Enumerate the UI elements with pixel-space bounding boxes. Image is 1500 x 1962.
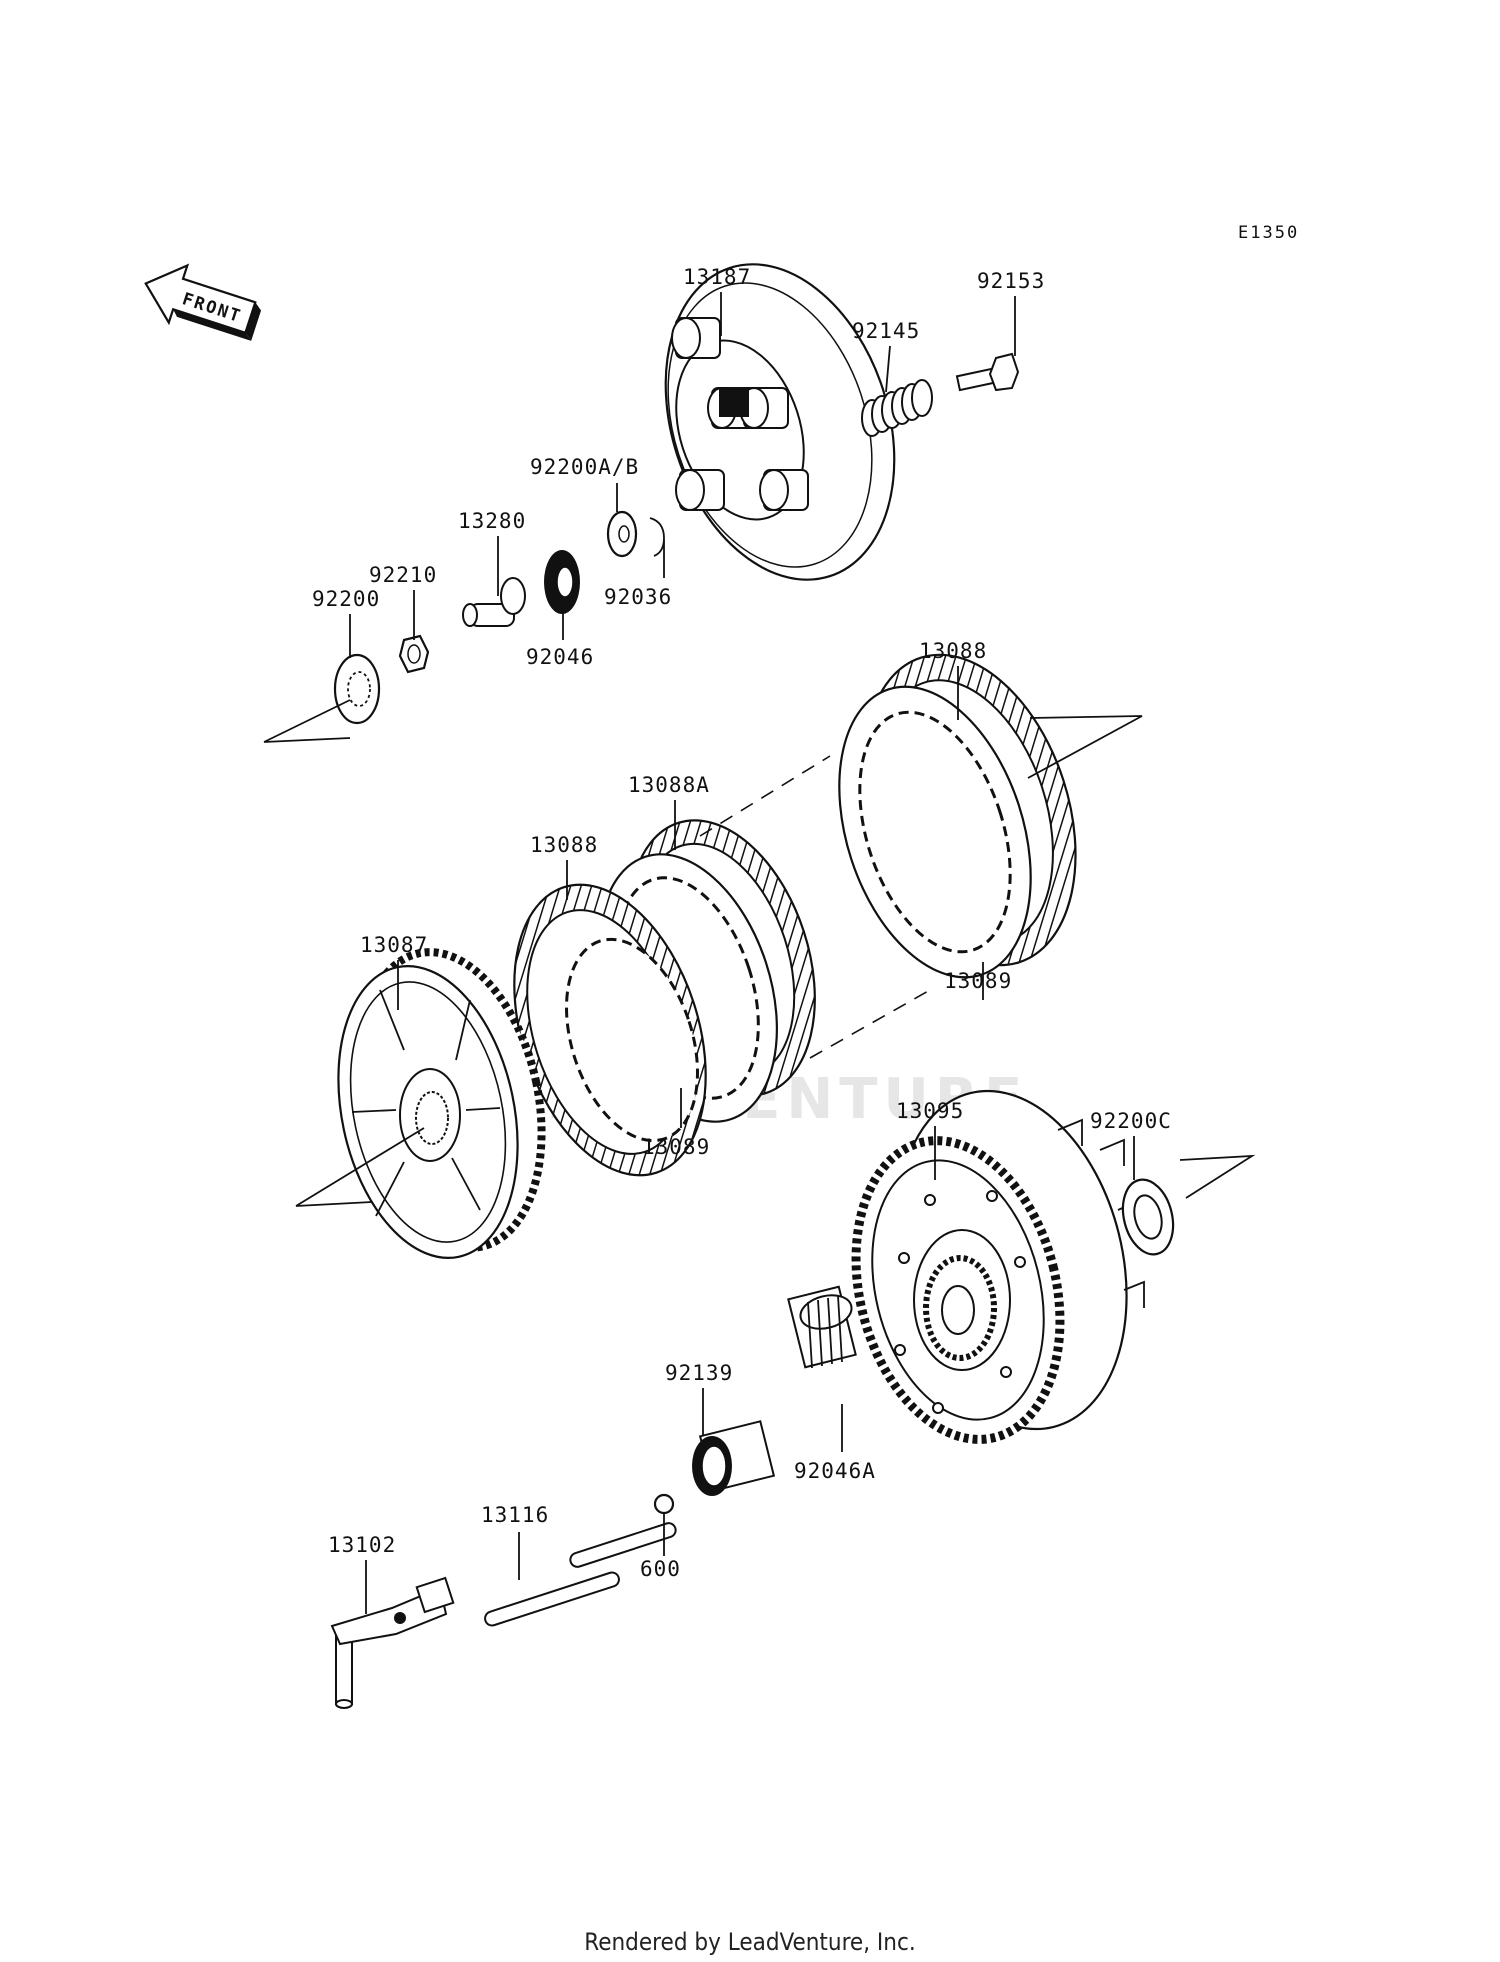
spring-bolt[interactable] (955, 352, 1020, 392)
needle-bearing[interactable] (787, 1285, 857, 1369)
callout-92200ab[interactable]: 92200A/B (530, 455, 639, 479)
steel-plate-upper[interactable] (805, 662, 1065, 1002)
steel-plate-lower[interactable] (543, 923, 721, 1158)
callout-600[interactable]: 600 (640, 1557, 681, 1581)
callout-13116[interactable]: 13116 (481, 1503, 549, 1527)
release-lever[interactable] (330, 1576, 455, 1709)
pressure-plate[interactable] (627, 235, 933, 610)
callout-13089-upper[interactable]: 13089 (944, 969, 1012, 993)
clutch-spring[interactable] (861, 379, 933, 437)
circlip[interactable] (649, 517, 665, 557)
callout-92200c[interactable]: 92200C (1090, 1109, 1172, 1133)
callout-92200[interactable]: 92200 (312, 587, 380, 611)
callout-92139[interactable]: 92139 (665, 1361, 733, 1385)
push-rod[interactable] (483, 1521, 677, 1627)
callout-13187[interactable]: 13187 (683, 265, 751, 289)
diagram-code: E1350 (1238, 223, 1299, 243)
sleeve[interactable] (692, 1420, 776, 1496)
lock-washer[interactable] (333, 653, 381, 725)
callout-13102[interactable]: 13102 (328, 1533, 396, 1557)
callout-92046[interactable]: 92046 (526, 645, 594, 669)
clutch-housing[interactable] (826, 1066, 1160, 1461)
clutch-hub[interactable] (313, 935, 567, 1275)
callout-92046a[interactable]: 92046A (794, 1459, 876, 1483)
thrust-bearing[interactable] (544, 550, 580, 614)
callout-13088-upper[interactable]: 13088 (919, 639, 987, 663)
callout-92036[interactable]: 92036 (604, 585, 672, 609)
front-arrow-icon: FRONT (144, 263, 262, 341)
callout-13087[interactable]: 13087 (360, 933, 428, 957)
callout-13280[interactable]: 13280 (458, 509, 526, 533)
callout-13088a[interactable]: 13088A (628, 773, 710, 797)
callout-92145[interactable]: 92145 (852, 319, 920, 343)
leader-lines (349, 292, 1135, 1614)
clutch-pusher[interactable] (462, 577, 526, 627)
callout-92153[interactable]: 92153 (977, 269, 1045, 293)
callout-13089-lower[interactable]: 13089 (642, 1135, 710, 1159)
callout-13095[interactable]: 13095 (896, 1099, 964, 1123)
callout-92210[interactable]: 92210 (369, 563, 437, 587)
footer-credit: Rendered by LeadVenture, Inc. (584, 1928, 915, 1956)
callout-13088-lower[interactable]: 13088 (530, 833, 598, 857)
steel-ball[interactable] (653, 1493, 675, 1515)
washer-92200c[interactable] (1116, 1174, 1181, 1259)
